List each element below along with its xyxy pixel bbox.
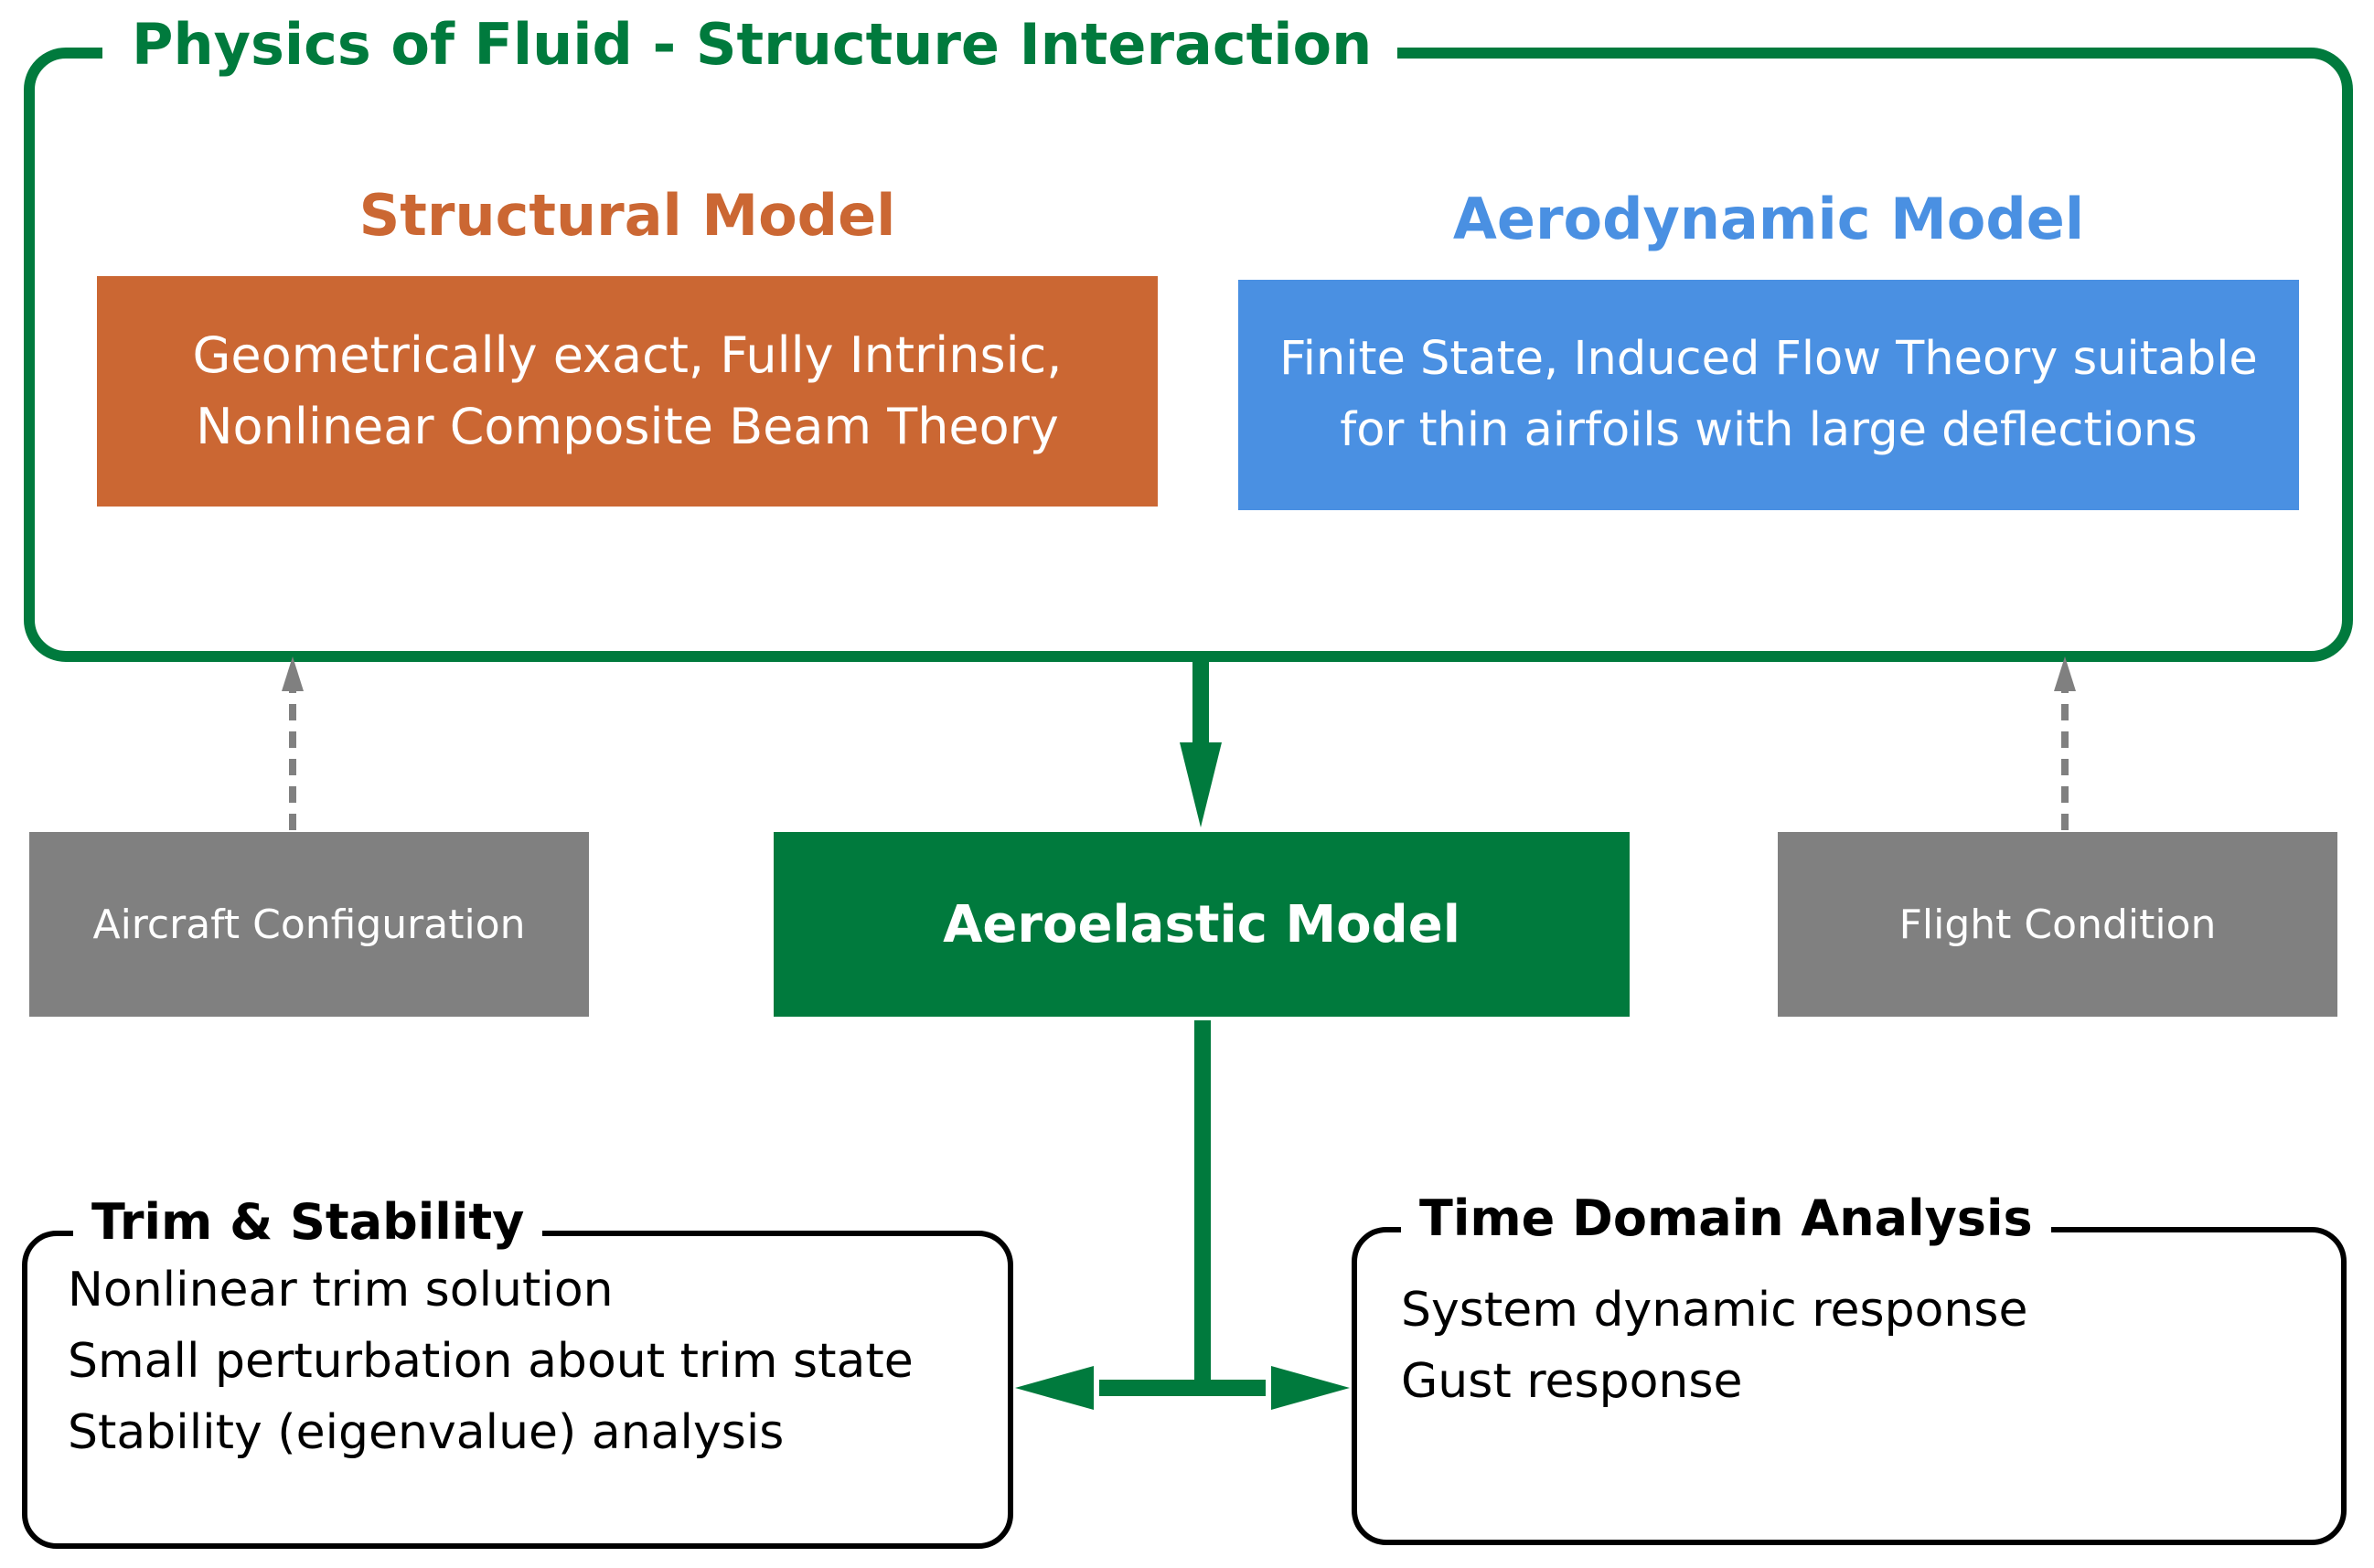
trim-stability-arrowhead (1015, 1366, 1094, 1410)
physics-to-aeroelastic-arrowhead (1180, 742, 1222, 827)
time-domain-line-2: Gust response (1401, 1354, 1743, 1409)
time-domain-line-1: System dynamic response (1401, 1283, 2028, 1338)
trim-stability-title: Trim & Stability (73, 1198, 543, 1254)
structural-model-line-1: Geometrically exact, Fully Intrinsic, (192, 326, 1063, 384)
aerodynamic-model-line-2: for thin airfoils with large deflections (1340, 403, 2198, 457)
trim-stability-panel: Nonlinear trim solution Small perturbati… (22, 1231, 1013, 1549)
time-domain-panel: System dynamic response Gust response (1352, 1227, 2347, 1545)
aeroelastic-model-box: Aeroelastic Model (774, 832, 1630, 1017)
aircraft-config-arrowhead (282, 656, 304, 691)
flight-condition-arrowhead (2054, 656, 2076, 691)
time-domain-arrowhead (1271, 1366, 1350, 1410)
trim-stability-lines: Nonlinear trim solution Small perturbati… (68, 1254, 914, 1468)
trim-stability-line-3: Stability (eigenvalue) analysis (68, 1405, 785, 1460)
aircraft-configuration-label: Aircraft Configuration (92, 901, 526, 948)
structural-model-box: Geometrically exact, Fully Intrinsic, No… (97, 276, 1158, 507)
aerodynamic-model-box: Finite State, Induced Flow Theory suitab… (1238, 280, 2299, 510)
aeroelastic-model-label: Aeroelastic Model (943, 894, 1460, 955)
structural-model-heading: Structural Model (358, 182, 896, 249)
trim-stability-line-1: Nonlinear trim solution (68, 1263, 614, 1317)
aircraft-configuration-box: Aircraft Configuration (29, 832, 589, 1017)
physics-frame-title: Physics of Fluid - Structure Interaction (102, 16, 1398, 75)
time-domain-title: Time Domain Analysis (1401, 1194, 2051, 1251)
flight-condition-label: Flight Condition (1898, 901, 2217, 948)
trim-stability-line-2: Small perturbation about trim state (68, 1334, 914, 1389)
time-domain-lines: System dynamic response Gust response (1401, 1275, 2027, 1417)
flight-condition-box: Flight Condition (1778, 832, 2337, 1017)
aerodynamic-model-line-1: Finite State, Induced Flow Theory suitab… (1279, 332, 2258, 386)
structural-model-line-2: Nonlinear Composite Beam Theory (196, 398, 1059, 455)
aerodynamic-model-heading: Aerodynamic Model (1452, 186, 2085, 252)
